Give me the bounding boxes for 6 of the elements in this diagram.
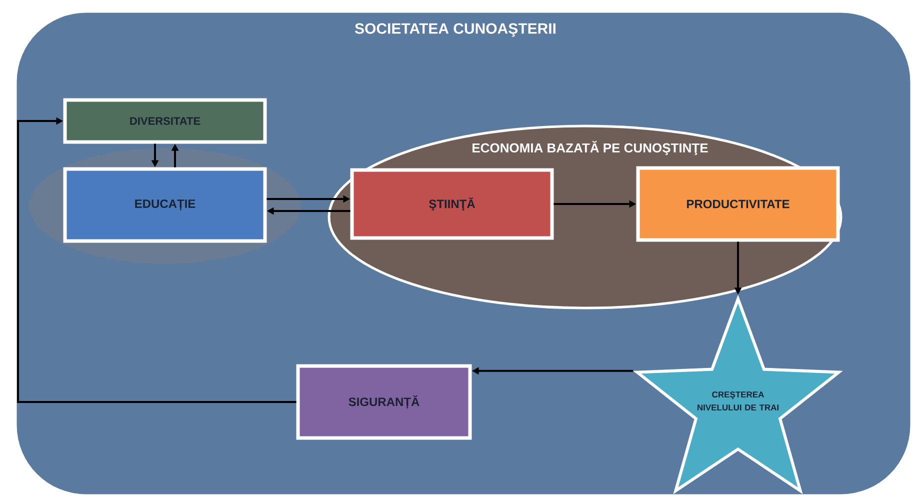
process-box: ŞTIINŢĂ — [350, 168, 554, 240]
process-box: DIVERSITATE — [63, 98, 267, 144]
arrow — [17, 117, 296, 403]
process-box: EDUCAȚIE — [63, 167, 267, 243]
process-box: SIGURANȚĂ — [296, 364, 472, 440]
process-box: PRODUCTIVITATE — [636, 166, 840, 242]
